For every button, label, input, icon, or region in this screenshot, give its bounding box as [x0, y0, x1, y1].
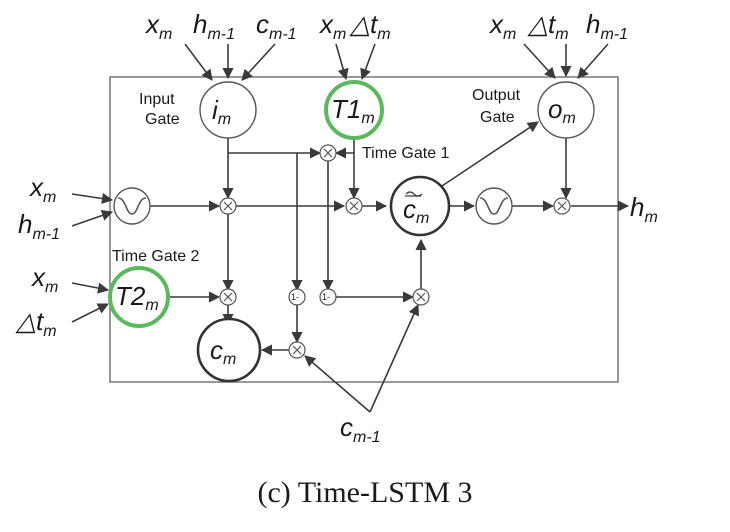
input-gate-sub: m	[218, 111, 231, 128]
input-label-left-t2-0: xm	[30, 262, 58, 296]
time-gate-2-sub: m	[145, 297, 158, 314]
input-label-top-o-0-sub: m	[503, 26, 516, 43]
input-label-c-prev-sub: m-1	[353, 429, 381, 446]
input-label-top-o-1-sub: m	[555, 26, 568, 43]
input-label-c-prev: cm-1	[340, 412, 381, 446]
svg-text:cm: cm	[403, 194, 429, 227]
input-gate-name-1: Input	[139, 91, 175, 108]
input-label-top-t1-0-base: x	[318, 9, 334, 39]
cell-state-node	[196, 317, 262, 383]
output-label-h-base: h	[630, 192, 644, 222]
input-gate-node	[199, 81, 257, 139]
input-label-top-t1-1: △tm	[349, 9, 391, 43]
svg-text:om: om	[548, 94, 576, 127]
cell-state-symbol: c	[210, 335, 223, 365]
time-gate-2-node	[108, 266, 170, 328]
multiply-icon	[553, 197, 571, 215]
figure-caption: (c) Time-LSTM 3	[257, 476, 472, 509]
input-gate-name-2: Gate	[145, 111, 180, 128]
sigmoid-icon	[113, 187, 151, 225]
output-gate-name-2: Gate	[480, 109, 515, 126]
svg-text:T1m: T1m	[331, 94, 375, 127]
input-label-top-o-1-base: △t	[527, 9, 557, 39]
time-gate-2-symbol: T2	[115, 281, 146, 311]
input-label-top-t1-0-sub: m	[333, 26, 346, 43]
multiply-icon	[219, 288, 237, 306]
cell-candidate-node	[389, 175, 451, 237]
cell-candidate-symbol: c	[403, 194, 416, 224]
multiply-icon	[345, 197, 363, 215]
input-label-left-t2-1-base: △t	[15, 306, 45, 336]
time-gate-1-node	[324, 80, 384, 140]
input-label-top-o-2: hm-1	[586, 9, 628, 43]
time-gate-1-name: Time Gate 1	[362, 145, 450, 162]
output-gate-node	[537, 81, 595, 139]
multiply-nodes	[219, 144, 571, 359]
input-label-left-0-base: x	[28, 172, 44, 202]
input-label-left-0-sub: m	[43, 189, 56, 206]
one-minus-node-b	[319, 288, 337, 306]
input-label-top-i-1-base: h	[193, 9, 207, 39]
multiply-icon	[412, 288, 430, 306]
input-label-top-i-0-base: x	[144, 9, 160, 39]
input-label-top-t1-1-base: △t	[349, 9, 379, 39]
time-gate-2-name: Time Gate 2	[112, 248, 200, 265]
one-minus-label-a: 1-	[291, 292, 299, 302]
output-label-h: hm	[630, 192, 658, 226]
input-label-top-o-0: xm	[488, 9, 516, 43]
svg-text:im: im	[212, 95, 231, 128]
input-label-top-o-1: △tm	[527, 9, 569, 43]
input-label-top-i-2-base: c	[256, 9, 269, 39]
cell-state-sub: m	[223, 351, 236, 368]
input-label-c-prev-base: c	[340, 412, 353, 442]
svg-text:cm: cm	[210, 335, 236, 368]
tanh-icon	[475, 187, 513, 225]
input-label-left-t2-1: △tm	[15, 306, 57, 340]
input-label-top-i-2: cm-1	[256, 9, 297, 43]
one-minus-label-b: 1-	[322, 292, 330, 302]
input-gate-symbol: i	[212, 95, 219, 125]
input-label-top-i-1-sub: m-1	[207, 26, 235, 43]
output-gate-sub: m	[562, 110, 575, 127]
one-minus-node-a	[288, 288, 306, 306]
multiply-icon	[288, 341, 306, 359]
input-label-left-t2-0-base: x	[30, 262, 46, 292]
input-label-top-i-1: hm-1	[193, 9, 235, 43]
connection-wires	[71, 43, 630, 413]
input-label-left-1-sub: m-1	[32, 226, 60, 243]
cell-candidate-sub: m	[416, 210, 429, 227]
input-label-top-i-2-sub: m-1	[269, 26, 297, 43]
input-label-left-0: xm	[28, 172, 56, 206]
output-gate-symbol: o	[548, 94, 562, 124]
output-label-h-sub: m	[644, 209, 657, 226]
input-label-left-t2-1-sub: m	[43, 323, 56, 340]
input-label-left-t2-0-sub: m	[45, 279, 58, 296]
input-label-top-i-0-sub: m	[159, 26, 172, 43]
svg-text:T2m: T2m	[115, 281, 159, 314]
multiply-icon	[319, 144, 337, 162]
input-label-top-t1-0: xm	[318, 9, 346, 43]
input-label-top-o-2-base: h	[586, 9, 600, 39]
multiply-icon	[219, 197, 237, 215]
input-label-top-o-2-sub: m-1	[600, 26, 628, 43]
input-label-left-1: hm-1	[18, 209, 60, 243]
input-label-top-o-0-base: x	[488, 9, 504, 39]
input-label-top-i-0: xm	[144, 9, 172, 43]
input-label-top-t1-1-sub: m	[377, 26, 390, 43]
time-gate-1-sub: m	[361, 110, 374, 127]
time-gate-1-symbol: T1	[331, 94, 361, 124]
input-label-left-1-base: h	[18, 209, 32, 239]
output-gate-name-1: Output	[472, 87, 521, 104]
